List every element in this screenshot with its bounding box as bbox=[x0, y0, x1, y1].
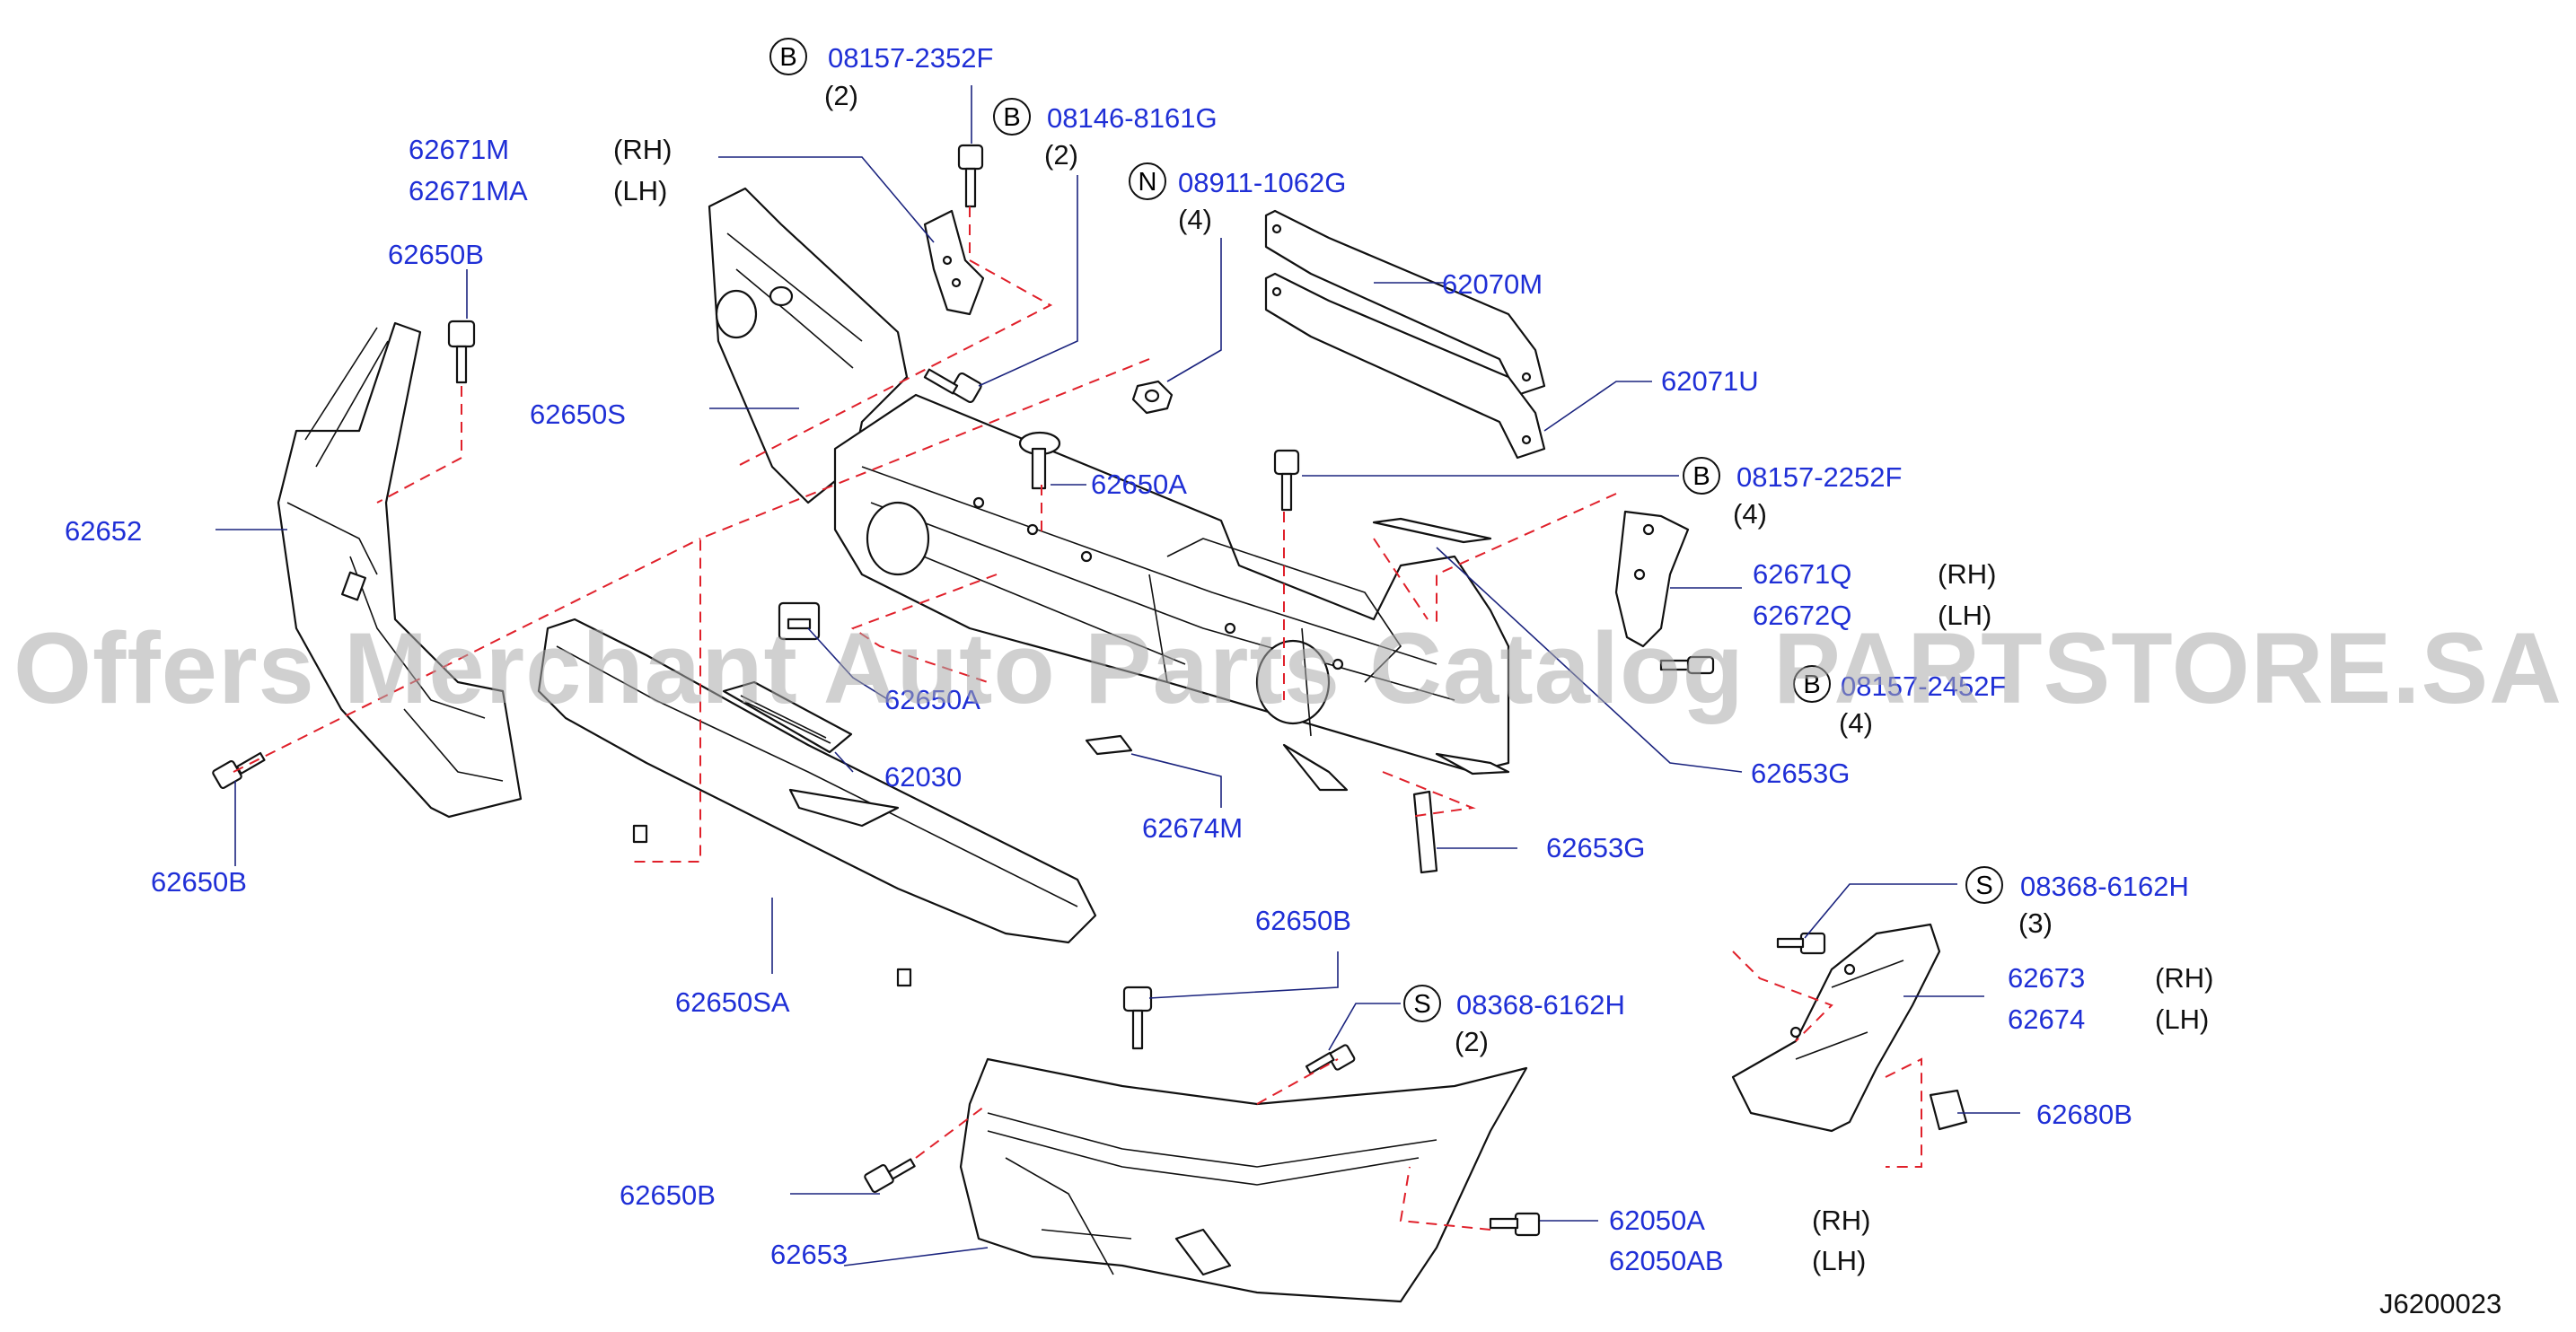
side-62671Q: (RH) bbox=[1938, 558, 1996, 590]
label-62650B-bottom[interactable]: 62650B bbox=[620, 1179, 716, 1211]
seal-62653G-lower-drawing bbox=[1412, 790, 1438, 874]
absorber-62650SA-drawing bbox=[537, 618, 1097, 987]
qty-08911-1062G: (4) bbox=[1178, 204, 1212, 235]
qty-obscured-bolt: (4) bbox=[1839, 707, 1873, 739]
label-62050A[interactable]: 62050A bbox=[1609, 1205, 1705, 1236]
side-62673: (RH) bbox=[2155, 962, 2213, 994]
svg-text:S: S bbox=[1975, 872, 1992, 900]
label-08368-6162H-b[interactable]: 08368-6162H bbox=[1456, 989, 1625, 1021]
qty-08368-6162H-a: (3) bbox=[2018, 907, 2053, 939]
label-62671MA[interactable]: 62671MA bbox=[409, 175, 528, 206]
label-62650S[interactable]: 62650S bbox=[530, 399, 626, 430]
bolt-62650B-bot-drawing bbox=[864, 1158, 916, 1194]
label-08157-2352F[interactable]: 08157-2352F bbox=[828, 42, 993, 74]
label-62071U[interactable]: 62071U bbox=[1661, 365, 1759, 397]
label-08368-6162H-a[interactable]: 08368-6162H bbox=[2020, 871, 2189, 902]
label-62680B[interactable]: 62680B bbox=[2036, 1099, 2132, 1130]
label-62650B-mid[interactable]: 62650B bbox=[1255, 905, 1351, 936]
part-drawings bbox=[212, 144, 1968, 1303]
badge-b-08157-2252F: B bbox=[1683, 457, 1720, 495]
qty-08157-2352F: (2) bbox=[824, 80, 858, 111]
bolt-08368-6162H-b-drawing bbox=[1305, 1044, 1356, 1074]
assembly-dashed-lines bbox=[233, 206, 1922, 1231]
label-obscured-bolt[interactable]: 08157-2452F bbox=[1841, 670, 2006, 702]
label-62030[interactable]: 62030 bbox=[884, 761, 962, 793]
part-labels: 08157-2352F (2) 08146-8161G (2) 08911-10… bbox=[65, 42, 2501, 1319]
bolt-08157-2252F-drawing bbox=[1273, 449, 1300, 512]
badge-b-mid-obscured: B bbox=[1793, 665, 1831, 703]
seal-62653G-upper-drawing bbox=[1372, 517, 1492, 544]
svg-text:N: N bbox=[1139, 168, 1157, 197]
label-62650A-obscured[interactable]: 62650A bbox=[884, 684, 980, 715]
svg-text:B: B bbox=[1692, 462, 1710, 491]
svg-text:B: B bbox=[1803, 670, 1820, 699]
bolt-08146-8161G-drawing bbox=[923, 368, 982, 404]
clip-62650A-drawing bbox=[1018, 431, 1061, 490]
bolt-08368-6162H-a-drawing bbox=[1776, 932, 1826, 955]
bracket-62671Q-drawing bbox=[1614, 510, 1690, 648]
svg-text:B: B bbox=[1003, 103, 1020, 132]
label-62650SA[interactable]: 62650SA bbox=[675, 986, 790, 1018]
label-62672Q[interactable]: 62672Q bbox=[1753, 600, 1851, 631]
label-08157-2252F[interactable]: 08157-2252F bbox=[1736, 461, 1902, 493]
label-62650B-left[interactable]: 62650B bbox=[151, 866, 247, 898]
side-62671M: (RH) bbox=[613, 134, 672, 165]
strap-62071U-drawing bbox=[1264, 272, 1546, 460]
side-62050A: (RH) bbox=[1812, 1205, 1870, 1236]
label-62050AB[interactable]: 62050AB bbox=[1609, 1245, 1724, 1276]
svg-text:B: B bbox=[779, 43, 796, 72]
badge-b-08157-2352F: B bbox=[769, 38, 807, 75]
seal-62674M-drawing bbox=[1085, 734, 1133, 756]
label-62674M[interactable]: 62674M bbox=[1142, 812, 1243, 844]
label-08146-8161G[interactable]: 08146-8161G bbox=[1047, 102, 1218, 134]
qty-08157-2252F: (4) bbox=[1733, 498, 1767, 530]
bolt-62650B-left-drawing bbox=[212, 751, 266, 790]
bolt-right-mid-drawing bbox=[1659, 655, 1715, 675]
label-62653G-lower[interactable]: 62653G bbox=[1546, 832, 1645, 863]
label-62070M[interactable]: 62070M bbox=[1442, 268, 1543, 300]
bracket-62673-drawing bbox=[1731, 923, 1941, 1133]
reinforcement-62030-drawing bbox=[722, 680, 853, 754]
label-62671Q[interactable]: 62671Q bbox=[1753, 558, 1851, 590]
qty-08146-8161G: (2) bbox=[1044, 139, 1078, 171]
bolt-62050A-drawing bbox=[1489, 1212, 1541, 1237]
bolt-62650B-mid-drawing bbox=[1122, 986, 1153, 1050]
svg-text:S: S bbox=[1413, 990, 1430, 1019]
badge-s-08368-6162H-b: S bbox=[1403, 985, 1441, 1022]
bolt-08157-2352F-drawing bbox=[957, 144, 984, 208]
label-62671M[interactable]: 62671M bbox=[409, 134, 509, 165]
strap-62070M-drawing bbox=[1264, 209, 1546, 397]
side-62050AB: (LH) bbox=[1812, 1245, 1866, 1276]
fascia-62653-drawing bbox=[959, 1057, 1528, 1303]
label-08911-1062G[interactable]: 08911-1062G bbox=[1178, 167, 1346, 198]
badge-b-08146-8161G: B bbox=[993, 98, 1031, 136]
label-62673[interactable]: 62673 bbox=[2008, 962, 2085, 994]
core-support-62650S-drawing bbox=[708, 187, 1510, 792]
badge-n-08911-1062G: N bbox=[1129, 162, 1166, 200]
bracket-62652-drawing bbox=[277, 321, 523, 819]
leader-lines bbox=[215, 85, 2020, 1266]
label-62650A[interactable]: 62650A bbox=[1091, 469, 1187, 500]
label-62650B-top[interactable]: 62650B bbox=[388, 239, 484, 270]
badges: B B N B B S S bbox=[769, 38, 2003, 1022]
bolt-62650B-top-drawing bbox=[447, 320, 476, 384]
label-62674[interactable]: 62674 bbox=[2008, 1003, 2085, 1035]
label-62653[interactable]: 62653 bbox=[770, 1239, 848, 1270]
badge-s-08368-6162H-a: S bbox=[1965, 866, 2003, 904]
side-62671MA: (LH) bbox=[613, 175, 667, 206]
bracket-62671M-drawing bbox=[923, 209, 985, 316]
side-62674: (LH) bbox=[2155, 1003, 2209, 1035]
label-62652[interactable]: 62652 bbox=[65, 515, 142, 547]
diagram-code: J6200023 bbox=[2379, 1288, 2501, 1319]
nut-08911-1062G-drawing bbox=[1131, 380, 1174, 415]
label-62653G-upper[interactable]: 62653G bbox=[1751, 758, 1850, 789]
qty-08368-6162H-b: (2) bbox=[1455, 1026, 1489, 1057]
side-62672Q: (LH) bbox=[1938, 600, 1991, 631]
clip-62680B-drawing bbox=[1929, 1089, 1968, 1131]
